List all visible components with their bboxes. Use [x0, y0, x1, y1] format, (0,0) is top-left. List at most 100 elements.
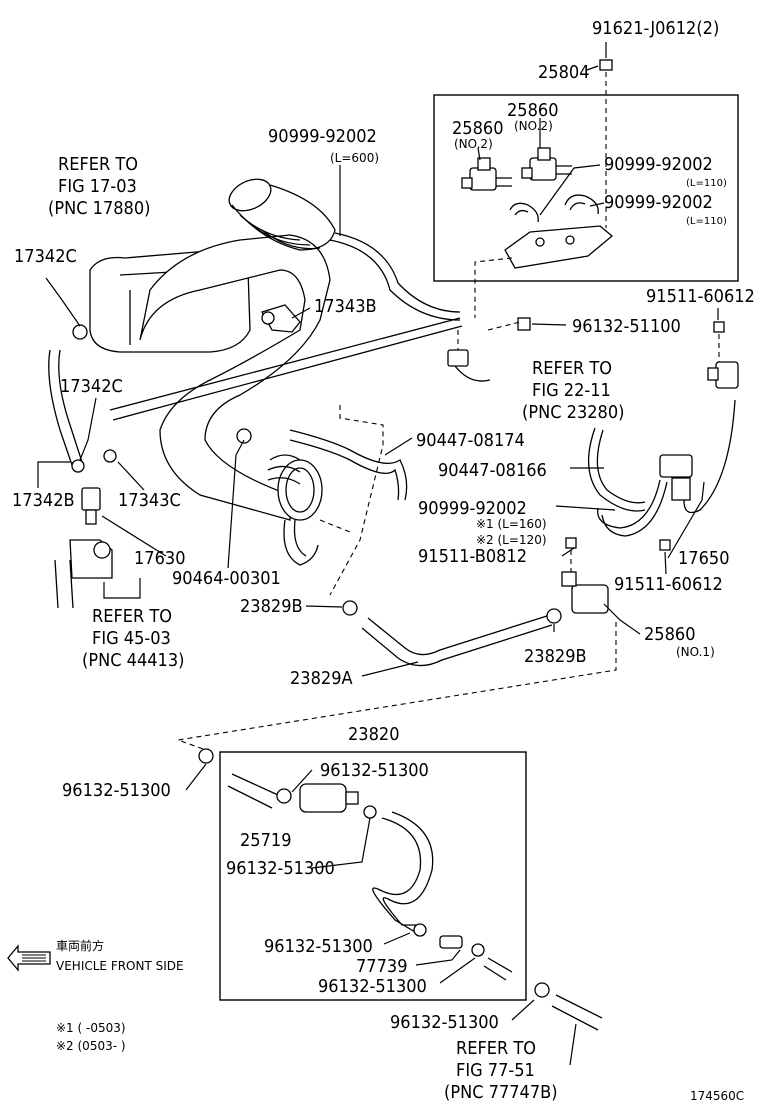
label-96132-51300-a: 96132-51300 [320, 760, 429, 781]
label-90447-08174: 90447-08174 [416, 430, 525, 451]
label-96132-51300-e: 96132-51300 [318, 976, 427, 997]
vsv-no2-b [521, 147, 572, 181]
label-96132-51300-b: 96132-51300 [62, 780, 171, 801]
label-17342c-b: 17342C [60, 376, 123, 397]
labels: 91621-J0612(2) 25804 25860 25860 (NO.2) … [12, 18, 755, 1103]
clamp-90464 [236, 428, 252, 444]
label-refer-77-line1: REFER TO [456, 1038, 536, 1059]
label-17630: 17630 [134, 548, 186, 569]
vsv-22-11 [447, 349, 491, 382]
label-23829b-b: 23829B [524, 646, 587, 667]
label-96132-51300-f: 96132-51300 [390, 1012, 499, 1033]
footnote-2: ※2 (0503- ) [56, 1039, 126, 1053]
label-17650: 17650 [678, 548, 730, 569]
hose-90999-l600 [329, 232, 461, 321]
hose-90447-08166 [587, 427, 646, 512]
vsv-hose-b [564, 194, 599, 215]
bolt-25804 [599, 59, 613, 228]
label-90999-b: 90999-92002 [604, 192, 713, 213]
label-91511-60612-bottom: 91511-60612 [614, 574, 723, 595]
label-no2b: (NO.2) [454, 137, 493, 151]
label-n1: ※1 (L=160) [476, 517, 547, 531]
hose-90999-l160 [597, 479, 668, 537]
hose-17343b [109, 317, 463, 421]
label-23820: 23820 [348, 724, 400, 745]
clamp-17342c-b [71, 459, 85, 473]
hose-connector [261, 304, 301, 333]
hose-17342c [48, 349, 83, 466]
label-l110b: (L=110) [686, 216, 727, 227]
clip-96132-51300-c [413, 923, 427, 937]
label-l600: (L=600) [330, 151, 379, 165]
label-23829b-a: 23829B [240, 596, 303, 617]
label-90999-c: 90999-92002 [418, 498, 527, 519]
label-refer-17-line3: (PNC 17880) [48, 198, 150, 219]
clamp-17343c [103, 449, 117, 463]
label-25804: 25804 [538, 62, 590, 83]
bolt-91511-bottom [659, 539, 671, 551]
label-17343c: 17343C [118, 490, 181, 511]
hose-23829a [361, 614, 553, 667]
label-front-jp: 車両前方 [56, 938, 104, 953]
clamp-17342c-a [72, 324, 88, 340]
clip-23829b-a [342, 600, 358, 616]
label-25860-top: 25860 [507, 100, 559, 121]
clip-23829b-b [546, 608, 562, 624]
sensor-17630 [69, 487, 113, 579]
filter-end-hose [483, 957, 513, 981]
label-refer-45-line1: REFER TO [92, 606, 172, 627]
label-90999-a: 90999-92002 [604, 154, 713, 175]
vsv-assembly-box [433, 94, 739, 282]
label-96132-51100: 96132-51100 [572, 316, 681, 337]
label-25860-no2a: 25860 [452, 118, 504, 139]
label-17343b: 17343B [314, 296, 377, 317]
filter-inlet-hose [227, 773, 279, 809]
label-90464-00301: 90464-00301 [172, 568, 281, 589]
label-refer-22-line1: REFER TO [532, 358, 612, 379]
dash-mid [329, 405, 384, 596]
valve-right [659, 454, 693, 501]
label-refer-45-line3: (PNC 44413) [82, 650, 184, 671]
clip-96132-51300-b [363, 805, 377, 819]
label-90999-l600: 90999-92002 [268, 126, 377, 147]
hose-90447-08174 [289, 429, 408, 501]
dash-vsv-box [474, 257, 513, 318]
label-91511-60612-top: 91511-60612 [646, 286, 755, 307]
clip-96132-51300-outer-bottom [534, 982, 550, 998]
hose-left-lower [54, 559, 74, 609]
footnote-1: ※1 ( -0503) [56, 1021, 126, 1035]
label-front-en: VEHICLE FRONT SIDE [56, 959, 184, 973]
label-25860-no1: 25860 [644, 624, 696, 645]
label-91511-b0812: 91511-B0812 [418, 546, 527, 567]
vsv-no2-a [461, 157, 512, 191]
dash-right [177, 622, 617, 751]
label-23829a: 23829A [290, 668, 353, 689]
connector-77739 [439, 935, 463, 949]
label-90447-08166: 90447-08166 [438, 460, 547, 481]
dash-90464 [319, 519, 351, 533]
label-l110a: (L=110) [686, 178, 727, 189]
fuel-filter-25719 [299, 783, 359, 813]
vsv-hose-a [509, 202, 539, 223]
bolt-91511-b0812 [565, 537, 577, 572]
label-refer-22-line3: (PNC 23280) [522, 402, 624, 423]
label-77739: 77739 [356, 956, 408, 977]
vsv-bracket [504, 225, 614, 269]
hose-air-lower [283, 519, 319, 566]
label-no2a: (NO.2) [514, 119, 553, 133]
label-no1: (NO.1) [676, 645, 715, 659]
bolt-91511-top [713, 321, 725, 362]
vsv-25860-no1 [561, 571, 609, 614]
label-96132-51300-c: 96132-51300 [226, 858, 335, 879]
diagram-id: 174560C [690, 1089, 744, 1103]
label-refer-77-line3: (PNC 77747B) [444, 1082, 558, 1103]
label-refer-17-line1: REFER TO [58, 154, 138, 175]
hose-to-fig77 [551, 994, 603, 1031]
label-n2: ※2 (L=120) [476, 533, 547, 547]
clip-96132-51300-a [276, 788, 292, 804]
clip-96132-51100 [517, 317, 531, 331]
leader-lines [37, 42, 719, 1066]
filter-outlet-hose [372, 811, 434, 936]
clip-96132-51300-outer-top [198, 748, 214, 764]
